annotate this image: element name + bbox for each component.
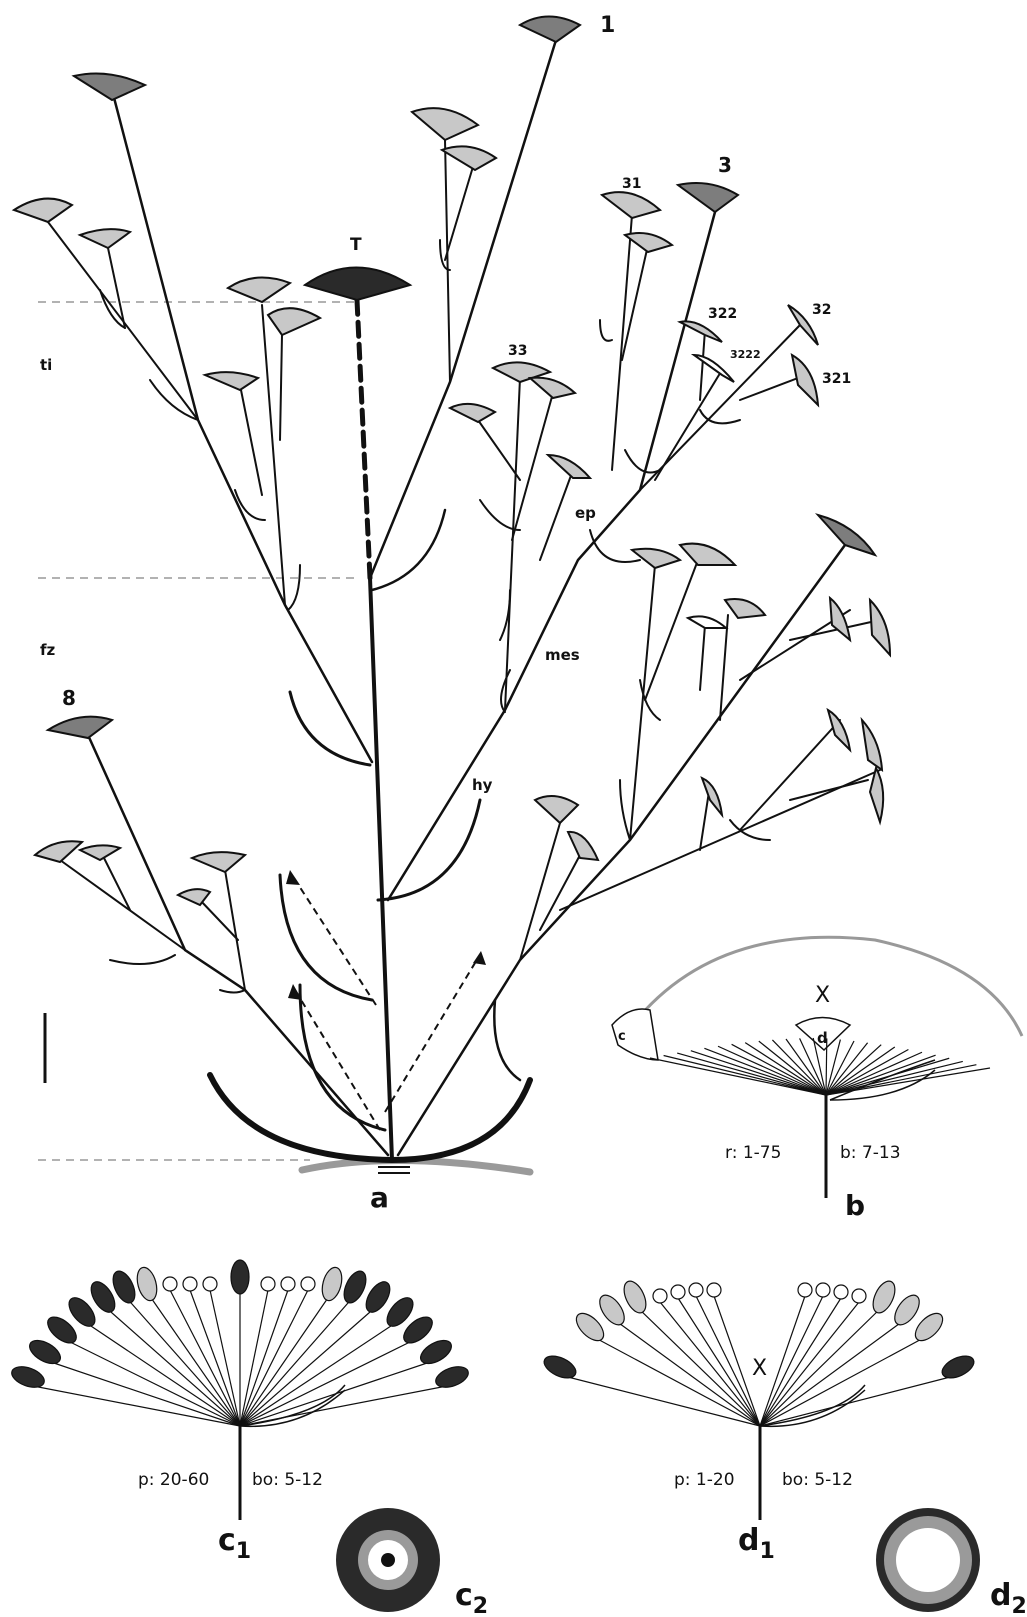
floret <box>281 1277 295 1291</box>
floret <box>163 1277 177 1291</box>
floret <box>541 1352 579 1383</box>
panel-b: X c d r: 1-75 b: 7-13 b <box>612 937 1022 1222</box>
panel-b-r-label: r: 1-75 <box>725 1143 781 1163</box>
floret <box>798 1283 812 1297</box>
arrow-lower-right <box>385 958 478 1112</box>
main-axis <box>370 578 392 1160</box>
floret <box>890 1291 924 1329</box>
head-left-top <box>74 73 145 100</box>
label-ep: ep <box>575 504 596 522</box>
floret <box>939 1352 977 1383</box>
floret <box>671 1285 685 1299</box>
head-right-dark <box>818 515 875 555</box>
floret <box>653 1289 667 1303</box>
floret <box>261 1277 275 1291</box>
floret <box>689 1283 703 1297</box>
panel-d1-p-label: p: 1-20 <box>674 1470 735 1490</box>
floret <box>417 1336 455 1369</box>
floret <box>707 1283 721 1297</box>
floret <box>134 1265 160 1303</box>
panel-label-d1: d1 <box>738 1523 775 1564</box>
head-8 <box>48 717 112 738</box>
label-31: 31 <box>622 176 641 192</box>
floret <box>816 1283 830 1297</box>
label-mes: mes <box>545 646 580 664</box>
panel-b-b-label: b: 7-13 <box>840 1143 901 1163</box>
floret <box>183 1277 197 1291</box>
panel-d1-bo-label: bo: 5-12 <box>782 1470 853 1490</box>
label-3: 3 <box>718 153 732 177</box>
terminal-dashed-axis <box>357 300 370 578</box>
panel-label-a: a <box>370 1181 389 1214</box>
panel-label-c2: c2 <box>455 1578 488 1617</box>
panel-d1-x-label: X <box>752 1356 767 1381</box>
head-1 <box>520 17 580 43</box>
terminal-head <box>305 268 410 301</box>
label-33: 33 <box>508 343 527 359</box>
panel-d2: d2 <box>876 1508 1027 1617</box>
floret <box>231 1260 249 1294</box>
floret <box>26 1336 64 1369</box>
branch-left-upper <box>112 90 372 762</box>
arrow-lower-left <box>295 990 380 1130</box>
floret <box>869 1278 900 1316</box>
floret <box>340 1268 371 1306</box>
ground-arc <box>302 1160 530 1172</box>
label-8: 8 <box>62 686 76 710</box>
panel-c1-bo-label: bo: 5-12 <box>252 1470 323 1490</box>
label-32: 32 <box>812 302 831 318</box>
floret <box>911 1309 948 1346</box>
label-hy: hy <box>472 776 493 794</box>
label-T: T <box>350 235 362 255</box>
label-321: 321 <box>822 371 851 387</box>
floret <box>572 1309 609 1346</box>
floret <box>301 1277 315 1291</box>
panel-c1-rays <box>28 1285 452 1426</box>
head-3 <box>678 183 738 212</box>
panel-b-x-label: X <box>815 983 830 1008</box>
label-322: 322 <box>708 306 737 322</box>
floret <box>834 1285 848 1299</box>
floret <box>852 1289 866 1303</box>
floret <box>595 1291 629 1329</box>
panel-b-c-label: c <box>618 1029 626 1044</box>
panel-label-c1: c1 <box>218 1523 251 1564</box>
panel-b-d-label: d <box>817 1029 828 1047</box>
panel-label-b: b <box>845 1189 865 1222</box>
zone-label-fz: fz <box>40 641 56 659</box>
floret <box>203 1277 217 1291</box>
label-3222: 3222 <box>730 348 761 361</box>
panel-c2: c2 <box>336 1508 488 1617</box>
stems <box>48 40 880 1160</box>
label-1: 1 <box>600 13 615 38</box>
flower-heads <box>14 17 890 906</box>
ground-double-bar <box>378 1167 410 1173</box>
floret <box>319 1265 345 1303</box>
zone-label-ti: ti <box>40 356 52 374</box>
panel-c1-p-label: p: 20-60 <box>138 1470 209 1490</box>
panel-label-d2: d2 <box>990 1578 1027 1617</box>
floret <box>620 1278 651 1316</box>
